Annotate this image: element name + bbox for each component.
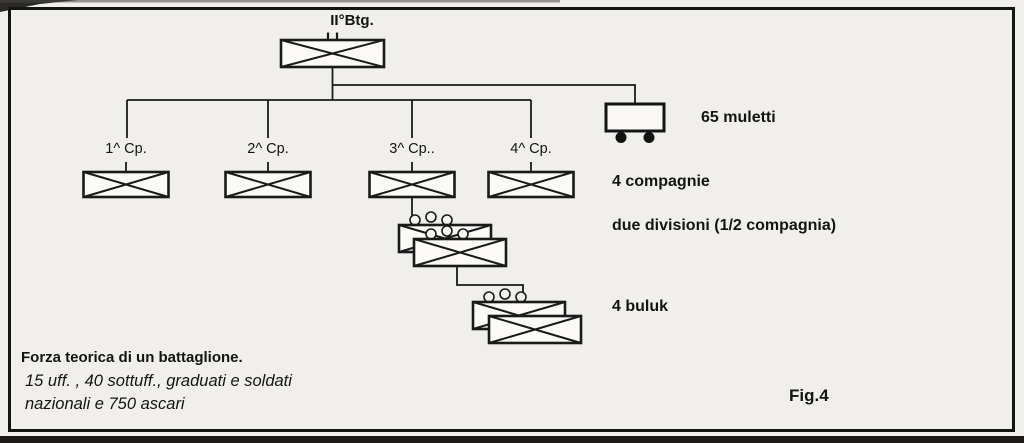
company-2-unit-icon <box>224 170 312 199</box>
figure-number-label: Fig.4 <box>789 386 829 405</box>
company-3-unit-icon <box>368 170 456 199</box>
company-1-unit-icon <box>82 170 170 199</box>
divisions-annotation: due divisioni (1/2 compagnia) <box>612 217 837 234</box>
company-2-label: 2^ Cp. <box>247 141 289 157</box>
battalion-unit-icon <box>279 32 386 69</box>
mule-cart-icon <box>604 102 666 143</box>
company-4-unit-icon <box>487 170 575 199</box>
caption-title: Forza teorica di un battaglione. <box>21 349 243 366</box>
company-4-label: 4^ Cp. <box>510 141 552 157</box>
companies-annotation: 4 compagnie <box>612 173 710 190</box>
battalion-label: II°Btg. <box>330 12 374 29</box>
buluk-annotation: 4 buluk <box>612 298 669 315</box>
mules-annotation: 65 muletti <box>701 109 776 126</box>
company-1-label: 1^ Cp. <box>105 141 147 157</box>
caption-line-2: nazionali e 750 ascari <box>25 395 185 413</box>
division-unit-icons <box>397 211 508 268</box>
company-3-label: 3^ Cp.. <box>389 141 435 157</box>
buluk-unit-icons <box>471 288 583 345</box>
caption-line-1: 15 uff. , 40 sottuff., graduati e soldat… <box>25 372 292 390</box>
